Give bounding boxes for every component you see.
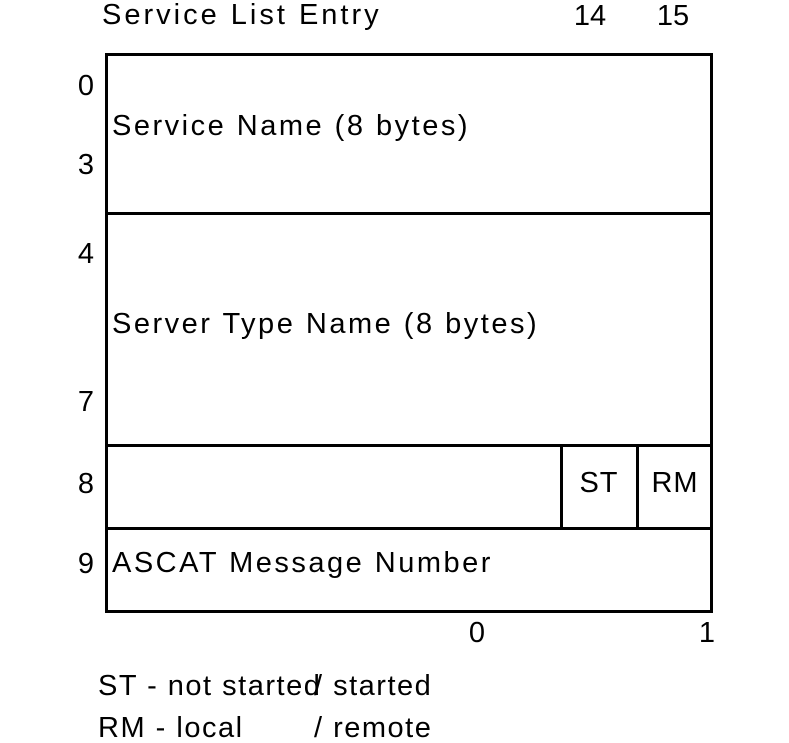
column-label-14: 14: [573, 0, 607, 32]
legend-st-value: / started: [314, 670, 433, 702]
column-label-15: 15: [656, 0, 690, 32]
row-divider-2: [105, 444, 713, 447]
structure-box-outline: [105, 53, 713, 613]
offset-label-7: 7: [77, 386, 94, 418]
diagram-title: Service List Entry: [102, 0, 382, 31]
legend-st-key: ST - not started: [98, 670, 322, 702]
offset-label-4: 4: [77, 238, 94, 270]
legend-rm-value: / remote: [314, 712, 433, 743]
legend-line-rm: RM - local / remote: [98, 714, 432, 743]
offset-label-8: 8: [77, 468, 94, 500]
offset-label-9: 9: [77, 548, 94, 580]
flag-cell-rm: RM: [651, 467, 699, 499]
legend-line-st: ST - not started / started: [98, 672, 432, 701]
offset-label-3: 3: [77, 149, 94, 181]
field-server-type-name: Server Type Name (8 bytes): [112, 308, 540, 340]
flag-cell-divider-left: [560, 444, 563, 530]
bit-label-0: 0: [468, 617, 486, 649]
flag-cell-divider-right: [636, 444, 639, 530]
field-service-name: Service Name (8 bytes): [112, 110, 470, 142]
row-divider-3: [105, 527, 713, 530]
row-divider-1: [105, 212, 713, 215]
legend-rm-key: RM - local: [98, 712, 244, 743]
offset-label-0: 0: [77, 70, 94, 102]
flag-cell-st: ST: [579, 467, 619, 499]
bit-label-1: 1: [698, 617, 716, 649]
field-ascat-message-number: ASCAT Message Number: [112, 547, 493, 579]
